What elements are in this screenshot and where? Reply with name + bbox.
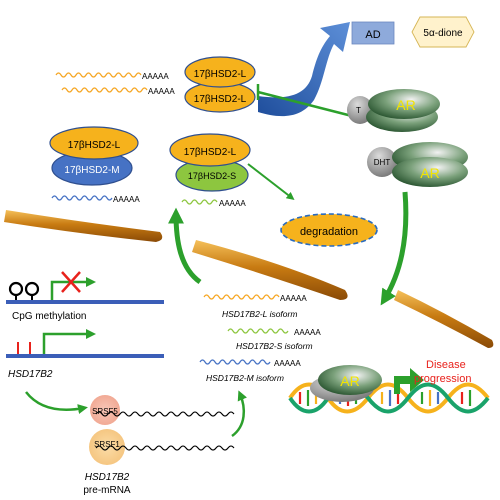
methyl-circle-2: [24, 281, 40, 297]
hsd-l-mid-label: 17βHSD2-L: [184, 147, 237, 158]
srsf5-factor: [90, 395, 120, 425]
ad-box: [351, 21, 395, 45]
iso-l-label: HSD17B2-L isoform: [222, 309, 297, 319]
gene-unmethylated: HSD17B2: [6, 329, 164, 380]
rod-center: [192, 240, 348, 300]
cpg-label: CpG methylation: [12, 311, 86, 322]
premrna-strand-2: [95, 445, 235, 451]
hsd-lm-pair: 17βHSD2-M 17βHSD2-L: [49, 126, 139, 186]
premrna-strand-1: [95, 411, 235, 417]
promoter-arrow-top: [50, 277, 96, 300]
isoform-to-protein-arrow: [168, 207, 202, 285]
iso-s-tail: AAAAA: [294, 328, 321, 337]
rod-left: [4, 210, 163, 242]
splicing-to-isoforms-arrow: [231, 390, 247, 438]
iso-m-label: HSD17B2-M isoform: [206, 373, 284, 383]
degradation-label: degradation: [300, 226, 358, 238]
dna-line-bottom: [6, 354, 164, 358]
steroid-products: AD 5α-dione: [351, 16, 475, 48]
dione-label: 5α-dione: [423, 28, 463, 39]
premrna-label-line1: HSD17B2: [85, 472, 130, 483]
mrna-left-tail: AAAAA: [113, 195, 140, 204]
premrna-label-line2: pre-mRNA: [83, 485, 131, 496]
mrna-mid-s-tail: AAAAA: [219, 199, 246, 208]
disease-label-line1: Disease: [426, 359, 466, 371]
iso-l-tail: AAAAA: [280, 294, 307, 303]
dht-ar-complex: DHT AR: [367, 142, 468, 187]
degradation-ellipse: [280, 213, 378, 247]
hsd-l-top1-label: 17βHSD2-L: [194, 69, 247, 80]
ar-on-dna: AR: [310, 365, 382, 402]
hsd-l-mid-ellipse: [169, 133, 251, 167]
block-x-2: [61, 271, 81, 293]
conversion-arrow: [258, 22, 350, 117]
hsd-l-left-ellipse: [49, 126, 139, 160]
ar-bottom-front: [318, 365, 382, 395]
mrna-left: [51, 195, 113, 201]
mrna-top1: [55, 72, 142, 78]
methyl-circle-1: [8, 281, 24, 297]
dht-ligand: [367, 147, 397, 177]
mrna-top2: [61, 87, 148, 93]
hsd-l-top2-label: 17βHSD2-L: [194, 94, 247, 105]
ad-label: AD: [365, 29, 380, 41]
top-mrnas: AAAAA AAAAA: [55, 72, 175, 96]
ar-top-label: AR: [396, 97, 415, 113]
srsf5-label: SRSF5: [92, 407, 118, 416]
gene-to-premrna-arrow: [25, 391, 88, 414]
degradation-node: degradation: [280, 213, 378, 247]
iso-m-tail: AAAAA: [274, 359, 301, 368]
t-label: T: [356, 106, 361, 115]
hsd-m-label: 17βHSD2-M: [64, 165, 119, 176]
iso-l-mrna: [203, 294, 280, 300]
promoter-arrow-bottom: [42, 329, 96, 354]
ar-mid-label: AR: [420, 165, 439, 181]
ar-bottom-label: AR: [340, 373, 359, 389]
disease-label-line2: progression: [414, 373, 471, 385]
hsd-l-dimer-top: 17βHSD2-L 17βHSD2-L: [184, 56, 256, 113]
mrna-top2-tail: AAAAA: [148, 87, 175, 96]
iso-s-label: HSD17B2-S isoform: [236, 341, 313, 351]
ar-to-disease-arrow: [380, 191, 409, 306]
splicing-factors: SRSF5 SRSF1 HSD17B2 pre-mRNA: [83, 395, 235, 496]
srsf1-label: SRSF1: [94, 440, 120, 449]
t-ar-complex: T AR: [347, 89, 440, 132]
gene-name-label: HSD17B2: [8, 369, 53, 380]
background-rods: [4, 210, 494, 348]
srsf1-factor: [89, 429, 125, 465]
dione-hexagon: [411, 16, 475, 48]
hsd-l-top1-ellipse: [184, 56, 256, 88]
iso-m-mrna: [199, 359, 271, 365]
iso-s-mrna: [227, 328, 289, 334]
ar-mid-front: [392, 157, 468, 187]
mrna-top1-tail: AAAAA: [142, 72, 169, 81]
isoform-list: AAAAA HSD17B2-L isoform AAAAA HSD17B2-S …: [199, 294, 321, 383]
hsd-ls-pair: 17βHSD2-S 17βHSD2-L: [169, 133, 251, 192]
hsd-l-left-label: 17βHSD2-L: [68, 140, 121, 151]
disease-arrow: [394, 368, 424, 394]
ar-top-front: [368, 89, 440, 119]
mrna-mid-s: [181, 199, 218, 205]
dht-label: DHT: [374, 158, 391, 167]
helix-strand-b: [288, 382, 490, 414]
hsd-s-label: 17βHSD2-S: [188, 171, 236, 181]
rod-right: [394, 290, 494, 348]
to-degradation-arrow: [247, 163, 295, 200]
dna-line-top: [6, 300, 164, 304]
inhibition-line: [256, 84, 353, 118]
gene-methylated: CpG methylation: [6, 271, 164, 322]
